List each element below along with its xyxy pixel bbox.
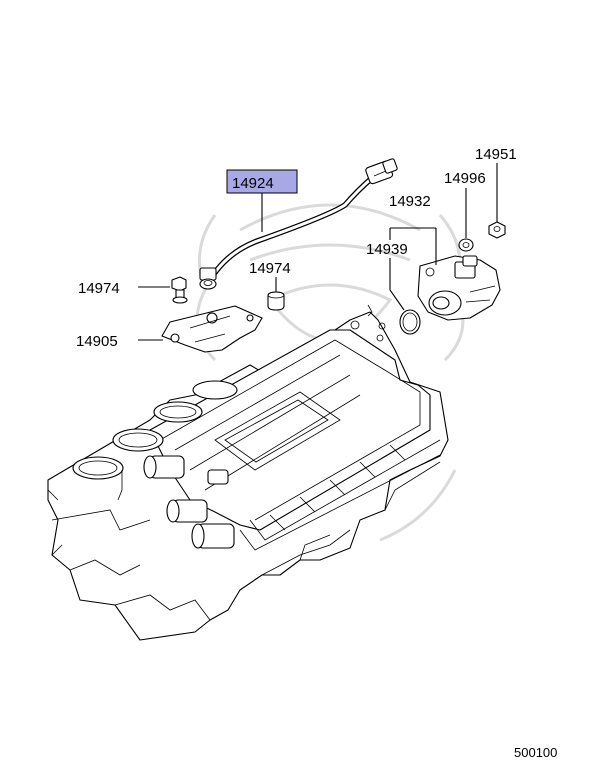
callout-14905[interactable]: 14905: [76, 333, 118, 350]
callout-14932[interactable]: 14932: [389, 193, 431, 210]
diagram-code: 500100: [514, 745, 557, 760]
washer: [458, 238, 474, 252]
callout-14974-center[interactable]: 14974: [249, 260, 291, 277]
bolt-center: [267, 291, 285, 311]
bolt-left: [171, 276, 188, 304]
callout-14951[interactable]: 14951: [475, 146, 517, 163]
leader-lines: [138, 163, 498, 341]
callout-14974-left[interactable]: 14974: [78, 280, 120, 297]
callout-14924[interactable]: 14924: [232, 175, 274, 192]
engine-block: [47, 304, 449, 641]
o-ring: [399, 309, 421, 335]
callout-labels: 14924 14932 14996 14951 14939 14974 1497…: [76, 146, 557, 760]
callout-14996[interactable]: 14996: [444, 170, 486, 187]
sensor-cable: [199, 158, 398, 290]
cam-position-sensor: [417, 255, 501, 321]
highlight-box: [226, 169, 298, 194]
bracket: [161, 305, 263, 353]
nut: [488, 221, 506, 239]
callout-14939[interactable]: 14939: [366, 241, 408, 258]
